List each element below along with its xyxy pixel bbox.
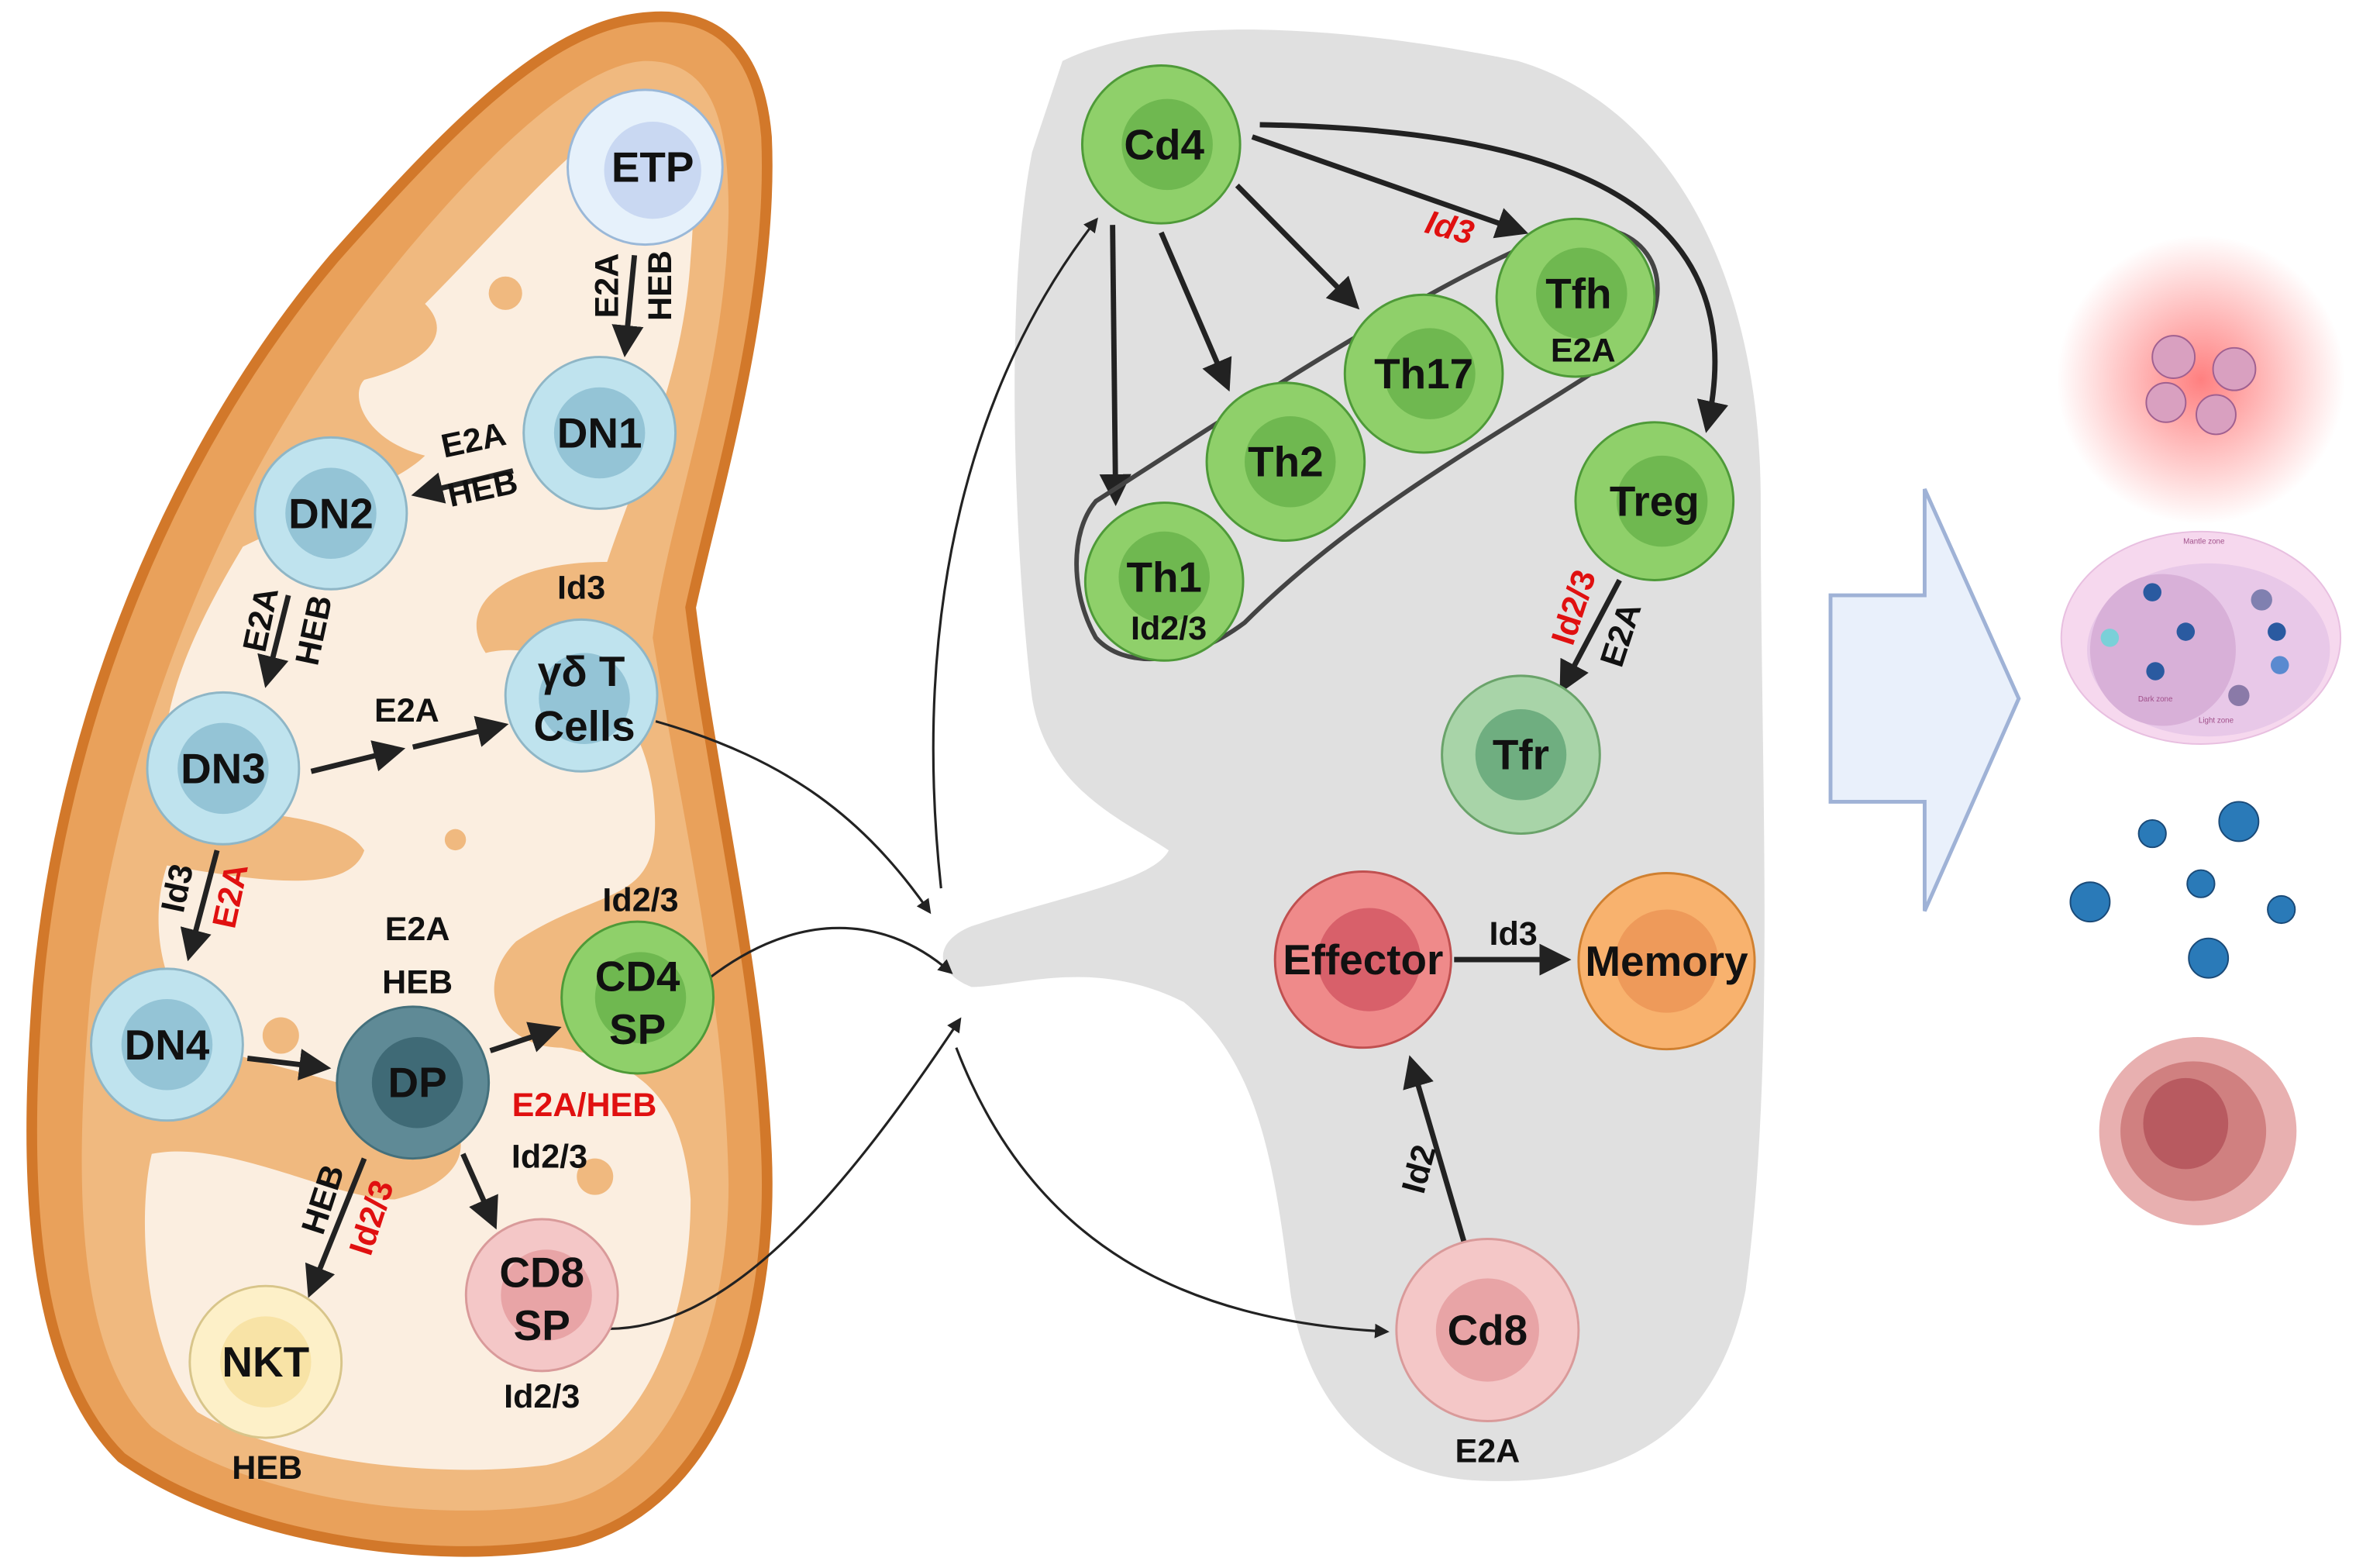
svg-text:Id2/3: Id2/3: [504, 1378, 580, 1415]
svg-text:E2A: E2A: [374, 692, 439, 729]
svg-text:Light zone: Light zone: [2199, 717, 2234, 725]
svg-text:SP: SP: [514, 1301, 570, 1349]
svg-text:Mantle zone: Mantle zone: [2183, 537, 2224, 546]
svg-text:DN2: DN2: [288, 489, 374, 537]
svg-text:HEB: HEB: [232, 1449, 302, 1487]
svg-text:Id2/3: Id2/3: [511, 1139, 587, 1176]
thymus-arrows: [180, 217, 1390, 1339]
svg-text:Id3: Id3: [557, 569, 605, 606]
svg-text:HEB: HEB: [642, 250, 679, 321]
svg-text:E2A/HEB: E2A/HEB: [512, 1087, 657, 1124]
svg-text:γδ T: γδ T: [538, 647, 625, 695]
spleen-arrows: [1074, 122, 1729, 1251]
svg-text:HEB: HEB: [382, 963, 453, 1001]
svg-text:DP: DP: [388, 1059, 447, 1107]
thymus-factor-labels: E2A HEB E2A HEB E2A HEB E2A Id3 Id3 E2A …: [154, 250, 679, 1487]
svg-text:CD4: CD4: [595, 953, 680, 1001]
cell-dn4: DN4: [90, 967, 244, 1122]
cell-dn1: DN1: [522, 356, 677, 510]
tumor-icon: [2099, 1036, 2297, 1225]
cell-th17: Th17: [1343, 293, 1504, 454]
svg-text:Th17: Th17: [1374, 350, 1473, 398]
svg-text:Dark zone: Dark zone: [2138, 695, 2173, 704]
svg-text:Tfr: Tfr: [1493, 731, 1549, 779]
cell-treg: Treg: [1574, 421, 1735, 581]
inflammation-icon: [2056, 235, 2345, 525]
cell-dn2: DN2: [253, 436, 408, 591]
svg-text:Cells: Cells: [534, 701, 635, 749]
svg-text:DN3: DN3: [181, 744, 266, 792]
svg-text:DN1: DN1: [557, 408, 642, 457]
svg-text:E2A: E2A: [588, 253, 625, 319]
outcome-arrow: [1828, 488, 2021, 912]
svg-text:ETP: ETP: [611, 143, 694, 191]
cell-effector: Effector: [1273, 870, 1452, 1049]
cell-nkt: NKT: [188, 1284, 343, 1439]
cell-dp: DP: [336, 1005, 491, 1160]
cell-dn3: DN3: [146, 691, 301, 846]
cell-tfr: Tfr: [1441, 674, 1601, 836]
svg-text:Tfh: Tfh: [1545, 269, 1611, 317]
svg-text:Id2/3: Id2/3: [602, 882, 678, 919]
svg-text:Th1: Th1: [1126, 553, 1201, 601]
svg-text:SP: SP: [609, 1005, 666, 1053]
virus-icon: [2069, 801, 2296, 979]
svg-text:NKT: NKT: [222, 1338, 309, 1386]
svg-text:Th2: Th2: [1248, 438, 1323, 486]
svg-text:Cd4: Cd4: [1124, 120, 1204, 168]
cell-cd4: Cd4: [1080, 64, 1242, 225]
svg-text:Cd8: Cd8: [1448, 1306, 1528, 1354]
svg-text:E2A: E2A: [1455, 1433, 1520, 1470]
cell-etp: ETP: [567, 88, 724, 246]
svg-text:Effector: Effector: [1283, 936, 1443, 984]
svg-text:Id3: Id3: [1490, 915, 1538, 953]
svg-text:Id2/3: Id2/3: [1131, 610, 1207, 647]
cell-th2: Th2: [1205, 381, 1366, 543]
svg-text:DN4: DN4: [125, 1021, 210, 1069]
svg-text:Memory: Memory: [1585, 937, 1748, 985]
svg-text:E2A: E2A: [1551, 333, 1616, 370]
svg-text:CD8: CD8: [499, 1249, 584, 1297]
germinal-center-icon: Mantle zone Dark zone Light zone: [2060, 530, 2342, 745]
svg-text:Treg: Treg: [1610, 477, 1700, 526]
svg-text:E2A: E2A: [385, 911, 450, 948]
cell-gamma-delta-t: γδ T Cells: [504, 618, 659, 773]
cell-memory: Memory: [1577, 872, 1756, 1051]
